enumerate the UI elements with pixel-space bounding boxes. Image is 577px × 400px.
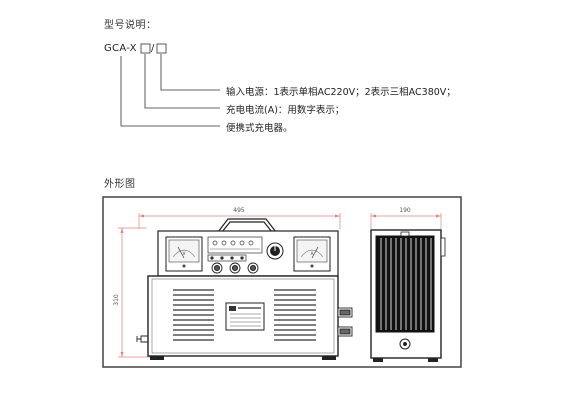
- model-item-portable: 便携式充电器。: [226, 123, 293, 134]
- switch-buttons: [211, 262, 259, 274]
- right-vents: [274, 289, 316, 341]
- dim-depth-label: 190: [399, 207, 411, 214]
- feet: [150, 356, 336, 360]
- carry-handle: [217, 218, 277, 233]
- model-separator: /: [151, 43, 155, 54]
- ammeter: A: [293, 236, 331, 272]
- model-box-input: [156, 43, 167, 54]
- dim-height: [118, 227, 150, 358]
- ammeter-label: A: [311, 251, 314, 256]
- dim-width: [138, 213, 341, 229]
- side-screw: [399, 338, 411, 350]
- model-item-charge-current: 充电电流(A)：用数字表示；: [226, 105, 345, 116]
- drawing-frame: [102, 196, 462, 368]
- output-connectors: [337, 307, 353, 337]
- dim-width-label: 495: [233, 207, 245, 214]
- front-view: 495 310 V: [113, 207, 353, 360]
- voltmeter-label: V: [183, 251, 186, 256]
- model-leader-lines: [120, 54, 220, 127]
- outline-heading: 外形图: [104, 179, 136, 190]
- side-feet: [373, 358, 438, 362]
- dim-height-label: 310: [113, 294, 120, 306]
- power-cable: [136, 335, 148, 343]
- dim-depth: [370, 213, 442, 229]
- side-view: 190: [370, 207, 446, 362]
- model-code: GCA-X: [104, 43, 137, 54]
- indicator-lamps: [207, 236, 263, 262]
- model-heading: 型号说明：: [104, 20, 157, 31]
- heat-sink: [375, 235, 435, 333]
- heat-sink-fins: [380, 238, 432, 330]
- adjust-knob: [266, 242, 284, 260]
- nameplate: [225, 302, 265, 331]
- model-item-input-power: 输入电源：1表示单相AC220V；2表示三相AC380V；: [226, 87, 456, 98]
- voltmeter: V: [165, 236, 203, 272]
- model-box-current: [140, 43, 151, 54]
- left-vents: [173, 289, 214, 341]
